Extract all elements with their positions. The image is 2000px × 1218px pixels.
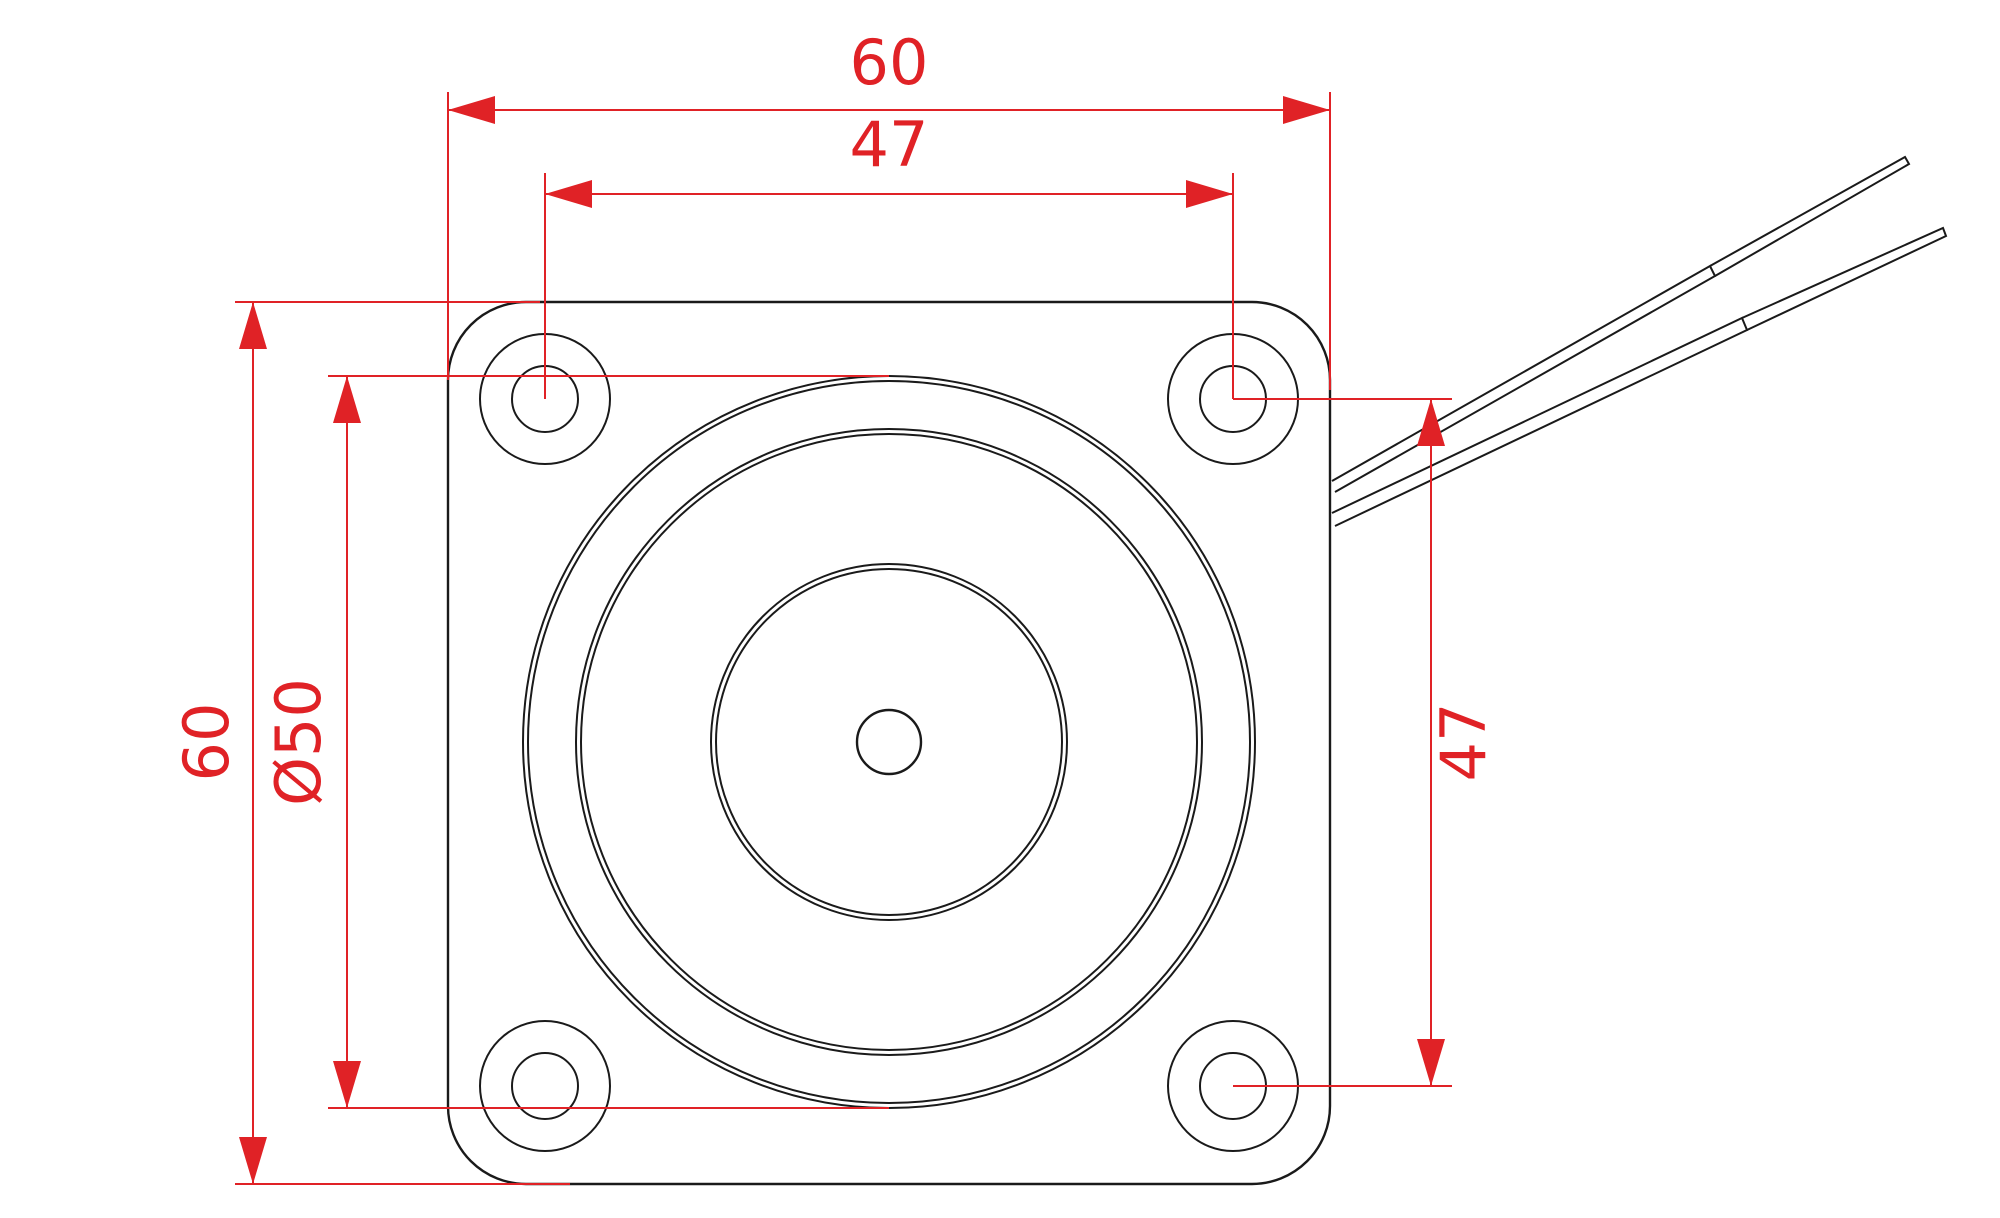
mounting-plate-outline xyxy=(446,300,1332,1186)
dimension-hole-spacing-vertical: 47 xyxy=(1233,398,1500,1087)
dimension-annotations: 60 47 60 Ø50 xyxy=(170,26,1500,1185)
lead-wires xyxy=(1331,155,1948,527)
lead-wire-lower xyxy=(1331,226,1948,527)
magnet-body-middle-ring xyxy=(575,428,1203,1056)
dimension-label-overall-height: 60 xyxy=(170,703,243,782)
dimension-overall-width: 60 xyxy=(447,26,1331,390)
dimension-overall-height: 60 xyxy=(170,301,570,1185)
dimension-body-diameter: Ø50 xyxy=(262,375,889,1109)
dimension-label-hole-spacing-horizontal: 47 xyxy=(850,108,929,181)
mounting-hole-bottom-left xyxy=(479,1020,611,1152)
dimension-label-hole-spacing-vertical: 47 xyxy=(1427,703,1500,782)
dimension-label-overall-width: 60 xyxy=(850,26,929,99)
magnet-outline xyxy=(446,300,1332,1186)
magnet-core-ring xyxy=(710,563,1068,921)
dimension-label-body-diameter: Ø50 xyxy=(262,678,335,806)
dimension-hole-spacing-horizontal: 47 xyxy=(544,108,1234,399)
lead-wire-upper xyxy=(1331,155,1911,493)
magnet-body-outer-ring xyxy=(522,375,1256,1109)
center-hole xyxy=(855,708,923,776)
